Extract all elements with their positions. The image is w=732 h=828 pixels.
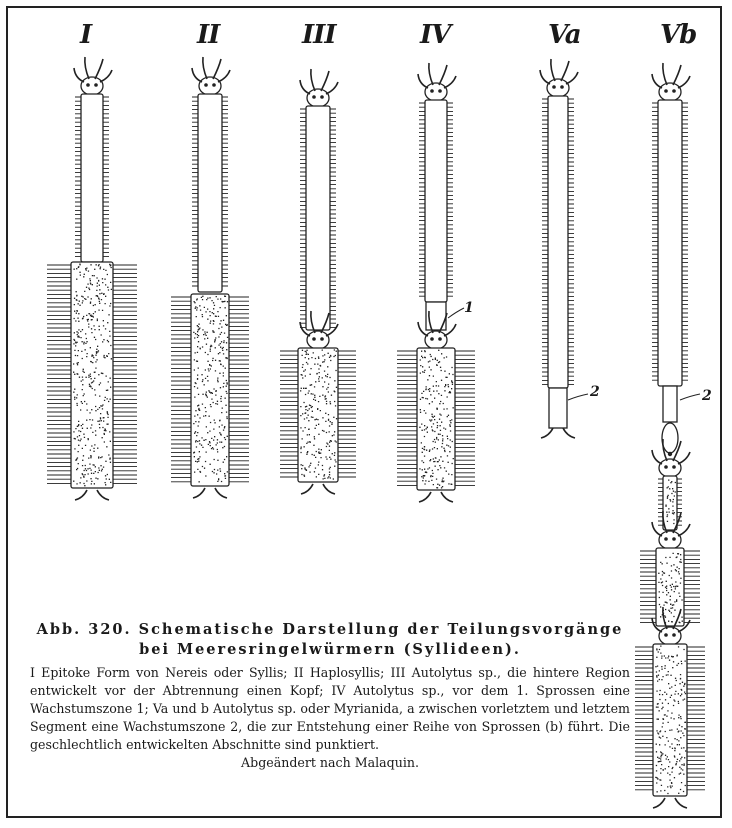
bud-eye <box>668 452 672 456</box>
worm-head <box>199 77 221 95</box>
worm-tail-cirri <box>301 484 335 494</box>
growth-zone-label-2b: 2 <box>702 388 712 404</box>
worm-eye <box>320 95 324 99</box>
worm-tail-cirri <box>653 798 687 808</box>
worm-head <box>307 331 329 349</box>
worm-body <box>548 96 568 388</box>
worm-head <box>425 331 447 349</box>
worm-tail-cirri <box>193 488 227 498</box>
label-leader <box>680 394 700 400</box>
label-leader <box>568 394 588 400</box>
bud-1 <box>662 423 678 453</box>
worm-eye <box>430 337 434 341</box>
label-leader <box>448 308 464 318</box>
worm-head <box>659 627 681 645</box>
worm-eye <box>86 83 90 87</box>
worm-eye <box>552 85 556 89</box>
worm-head <box>81 77 103 95</box>
worm-body <box>663 476 677 530</box>
worm-eye <box>672 633 676 637</box>
worm-body <box>425 100 447 302</box>
figure-label-vb: Vb <box>660 20 696 50</box>
worm-body <box>298 348 338 482</box>
worm-head <box>659 459 681 477</box>
worm-eye <box>212 83 216 87</box>
worm-tail-cirri <box>541 428 575 438</box>
worm-eye <box>438 89 442 93</box>
worm-eye <box>672 465 676 469</box>
worm-eye <box>664 89 668 93</box>
caption-title: Abb. 320. Schematische Darstellung der T… <box>30 620 630 660</box>
worm-eye <box>94 83 98 87</box>
worm-head <box>425 83 447 101</box>
worm-tail-cirri <box>75 490 109 500</box>
worm-tail-cirri <box>419 492 453 502</box>
worm-body <box>658 100 682 386</box>
worm-eye <box>204 83 208 87</box>
growth-zone-label-2a: 2 <box>590 384 600 400</box>
worm-body <box>198 94 222 292</box>
figure-label-va: Va <box>548 20 581 50</box>
worm-body <box>306 106 330 330</box>
worm-head <box>307 89 329 107</box>
worm-eye <box>664 633 668 637</box>
worm-eye <box>672 89 676 93</box>
growth-zone <box>549 388 567 428</box>
growth-zone <box>663 386 677 422</box>
worm-body <box>81 94 103 262</box>
figure-label-iv: IV <box>420 20 450 50</box>
worm-eye <box>320 337 324 341</box>
growth-zone-label-1: 1 <box>464 300 474 316</box>
caption-body: I Epitoke Form von Nereis oder Syllis; I… <box>30 664 630 754</box>
figure-label-iii: III <box>302 20 336 50</box>
caption-credit: Abgeändert nach Malaquin. <box>30 754 630 772</box>
worm-head <box>659 83 681 101</box>
figure-label-i: I <box>80 20 91 50</box>
worm-body <box>417 348 455 490</box>
worm-eye <box>664 465 668 469</box>
worm-body <box>653 644 687 796</box>
worm-eye <box>664 537 668 541</box>
worm-eye <box>438 337 442 341</box>
figure-caption: Abb. 320. Schematische Darstellung der T… <box>30 620 630 772</box>
worm-eye <box>672 537 676 541</box>
worm-eye <box>312 95 316 99</box>
worm-head <box>547 79 569 97</box>
worm-eye <box>560 85 564 89</box>
worm-eye <box>312 337 316 341</box>
worm-eye <box>430 89 434 93</box>
figure-label-ii: II <box>197 20 219 50</box>
worm-head <box>659 531 681 549</box>
